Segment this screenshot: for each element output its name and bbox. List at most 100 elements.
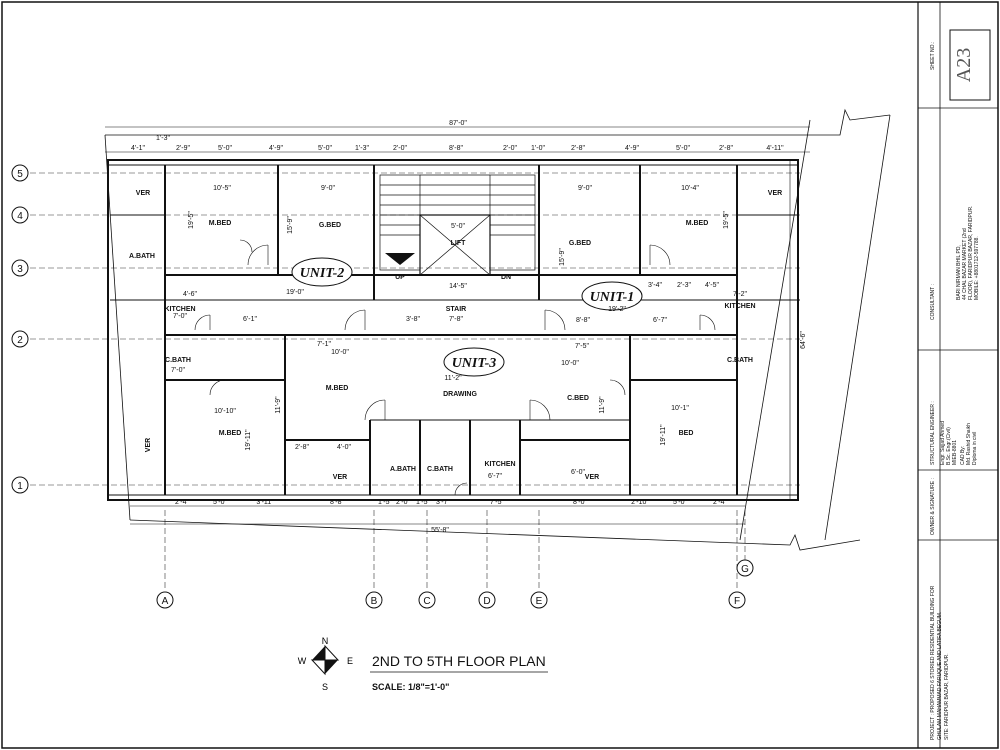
grid-bubble-1 xyxy=(11,476,29,494)
room-up: UP xyxy=(395,274,405,281)
room-cbath-r: C.BATH xyxy=(727,357,753,364)
dim-b4: 8'-8" xyxy=(330,499,344,506)
grid-label-c: C xyxy=(423,596,430,607)
dim-b7: 1'-5" xyxy=(416,499,430,506)
dim-r15: 7'-1" xyxy=(317,341,331,348)
grid-label-b: B xyxy=(371,596,378,607)
grid-label-g: G xyxy=(741,564,749,575)
dim-v8: 19'-5" xyxy=(723,211,730,229)
dim-r9: 7'-0" xyxy=(173,313,187,320)
dim-t2: 2'-9" xyxy=(176,145,190,152)
overall-dim-top-small: 1'-3" xyxy=(156,135,170,142)
room-cbed: C.BED xyxy=(567,395,589,402)
dim-t8: 8'-8" xyxy=(449,145,463,152)
room-mbed-bl: M.BED xyxy=(219,430,242,437)
room-abath: A.BATH xyxy=(390,466,416,473)
owner-label: OWNER & SIGNATURE : xyxy=(930,478,936,535)
door-swings xyxy=(194,239,716,496)
dim-k5: 4'-0" xyxy=(337,444,351,451)
room-cbath-l: C.BATH xyxy=(165,357,191,364)
drawing-scale: SCALE: 1/8"=1'-0" xyxy=(372,682,449,692)
sheet-no-value: A23 xyxy=(953,48,975,82)
overall-dim-right: 64'-6" xyxy=(800,331,807,349)
grid-label-2: 2 xyxy=(17,335,23,346)
consultant-line-2: 44 CHAL BAZAR MARKET (2nd xyxy=(962,228,968,300)
grid-label-e: E xyxy=(536,596,543,607)
grid-bubble-g xyxy=(736,559,754,577)
dim-k4: 2'-8" xyxy=(295,444,309,451)
stair-core xyxy=(379,174,536,276)
consultant-line-4: MOBILE: +8801712-597788. xyxy=(974,236,980,300)
engineer-line-2: B.Sc. Engr.(Civil) xyxy=(946,427,952,465)
dim-r25: 2'-3" xyxy=(677,282,691,289)
grid-bubble-f xyxy=(728,591,746,609)
building-walls xyxy=(107,159,800,501)
dim-v2: 11'-9" xyxy=(275,396,282,414)
dim-r19: 10'-10" xyxy=(214,408,236,415)
dim-v4: 19'-11" xyxy=(660,424,667,446)
dim-t14: 2'-8" xyxy=(719,145,733,152)
room-lift: LIFT xyxy=(451,240,466,247)
dim-t1: 4'-1" xyxy=(131,145,145,152)
dim-r18: 10'-0" xyxy=(561,360,579,367)
dim-r24: 3'-4" xyxy=(648,282,662,289)
grid-label-1: 1 xyxy=(17,481,23,492)
dim-t15: 4'-11" xyxy=(766,145,784,152)
dim-v3: 11'-9" xyxy=(599,396,606,414)
cad-label: CAD By: xyxy=(960,446,966,465)
dim-k2: 6'-7" xyxy=(488,473,502,480)
dim-b6: 2'-0" xyxy=(396,499,410,506)
room-cbath-b: C.BATH xyxy=(427,466,453,473)
dim-v1: 19'-11" xyxy=(245,429,252,451)
compass-s: S xyxy=(322,682,328,692)
dimension-lines xyxy=(105,126,810,525)
room-mbed-tl: M.BED xyxy=(209,220,232,227)
project-line-3: SITE: FARIDPUR BAZAR, FARIDPUR. xyxy=(944,653,950,740)
grid-bubble-3 xyxy=(11,259,29,277)
dim-r11: 3'-8" xyxy=(406,316,420,323)
grid-bubble-b xyxy=(365,591,383,609)
grid-label-4: 4 xyxy=(17,211,23,222)
grid-lines xyxy=(30,172,800,590)
drawing-title: 2ND TO 5TH FLOOR PLAN xyxy=(372,653,546,669)
compass-e: E xyxy=(347,656,353,666)
grid-bubble-d xyxy=(478,591,496,609)
north-arrow-icon xyxy=(310,644,340,676)
dim-r13: 6'-7" xyxy=(653,317,667,324)
room-ver-l: VER xyxy=(145,438,152,452)
dim-t7: 2'-0" xyxy=(393,145,407,152)
dim-r7: 19'-0" xyxy=(286,289,304,296)
grid-label-a: A xyxy=(162,596,169,607)
room-mbed-tr: M.BED xyxy=(686,220,709,227)
room-ver-b: VER xyxy=(333,474,347,481)
grid-label-d: D xyxy=(483,596,490,607)
dim-b9: 7'-5" xyxy=(490,499,504,506)
sheet-no-label: SHEET NO.: xyxy=(930,42,936,70)
grid-bubble-4 xyxy=(11,206,29,224)
dim-t10: 1'-0" xyxy=(531,145,545,152)
room-ver-b2: VER xyxy=(585,474,599,481)
compass-w: W xyxy=(298,656,307,666)
dim-v7: 15'-9" xyxy=(559,248,566,266)
room-dn: DN xyxy=(501,274,511,281)
unit-2-bubble xyxy=(291,257,353,287)
room-ver-tl: VER xyxy=(136,190,150,197)
engineer-label: STRUCTURAL ENGINEER : xyxy=(930,401,936,465)
dim-t3: 5'-0" xyxy=(218,145,232,152)
dim-r14: 10'-0" xyxy=(331,349,349,356)
dim-r16: 11'-2" xyxy=(444,375,462,382)
title-block xyxy=(918,2,998,748)
dim-r3: 9'-0" xyxy=(578,185,592,192)
dim-b13: 2'-4" xyxy=(713,499,727,506)
dim-v6: 15'-9" xyxy=(287,216,294,234)
dim-r23: 4'-6" xyxy=(183,291,197,298)
dim-b8: 3'-7" xyxy=(436,499,450,506)
consultant-line-1: BARI NIRMAN BHIL PD, xyxy=(956,245,962,300)
dim-r12: 8'-8" xyxy=(576,317,590,324)
dim-b3: 3'-11" xyxy=(256,499,274,506)
room-bath-l: A.BATH xyxy=(129,253,155,260)
room-bed-br: BED xyxy=(679,430,694,437)
room-drawing: DRAWING xyxy=(443,391,477,398)
